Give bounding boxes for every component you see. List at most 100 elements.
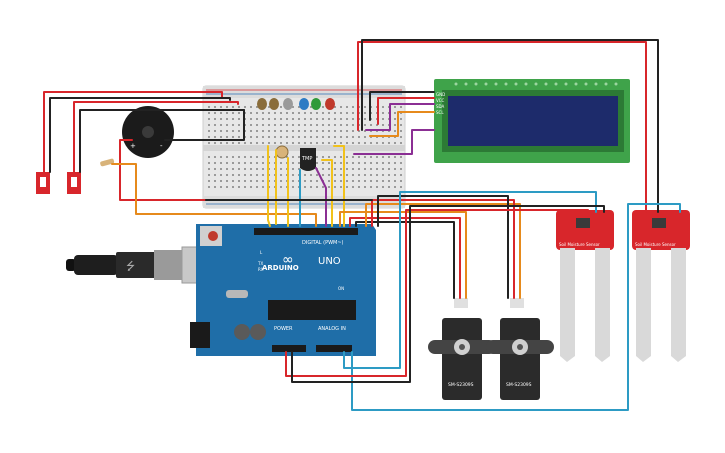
wire-servo2-orange [365,203,521,299]
wire-top-red-1 [43,91,223,173]
breadboard-hole [346,124,348,126]
breadboard-hole [286,118,288,120]
breadboard-hole [250,168,252,170]
breadboard-hole [340,124,342,126]
breadboard-hole [232,130,234,132]
breadboard-hole [388,168,390,170]
breadboard-hole [208,112,210,114]
breadboard-hole [358,174,360,176]
breadboard-hole [232,112,234,114]
breadboard-hole [352,118,354,120]
breadboard-hole [322,186,324,188]
breadboard-hole [208,156,210,158]
wire-lcd-scl [369,111,435,137]
breadboard-hole [328,130,330,132]
breadboard-hole [292,180,294,182]
wire-buzzer-black [164,109,245,141]
breadboard-hole [292,112,294,114]
breadboard-hole [214,112,216,114]
breadboard-hole [250,180,252,182]
breadboard-hole [214,130,216,132]
breadboard-hole [226,156,228,158]
breadboard-hole [262,130,264,132]
breadboard-hole [400,130,402,132]
breadboard-hole [364,168,366,170]
resistor-switch [100,158,115,167]
breadboard-hole [394,156,396,158]
breadboard-hole [280,142,282,144]
breadboard-hole [322,174,324,176]
breadboard-hole [358,136,360,138]
breadboard-hole [244,174,246,176]
lcd-pin-sda: SDA [436,104,445,109]
breadboard-hole [256,168,258,170]
lcd-pin-hole [584,82,588,86]
breadboard-hole [340,118,342,120]
breadboard-hole [220,118,222,120]
breadboard-hole [220,106,222,108]
breadboard-hole [394,118,396,120]
breadboard-hole [232,142,234,144]
breadboard-hole [232,156,234,158]
breadboard-hole [238,124,240,126]
breadboard-hole [286,136,288,138]
breadboard-hole [238,174,240,176]
breadboard-hole [334,174,336,176]
breadboard-hole [280,162,282,164]
breadboard-hole [322,136,324,138]
lcd-pin-hole [454,82,458,86]
breadboard-hole [328,168,330,170]
breadboard-hole [364,186,366,188]
breadboard-hole [256,180,258,182]
breadboard-hole [238,186,240,188]
breadboard-hole [310,112,312,114]
breadboard-hole [220,130,222,132]
breadboard-hole [256,118,258,120]
breadboard-hole [214,156,216,158]
lcd-pin-hole [604,82,608,86]
arduino-uno: ARDUINO UNO ∞ DIGITAL (PWM~) POWER ANALO… [190,224,376,356]
arduino-brand: ARDUINO [262,264,299,272]
breadboard-hole [226,142,228,144]
breadboard-hole [352,168,354,170]
breadboard-hole [364,174,366,176]
breadboard-hole [208,124,210,126]
breadboard-hole [274,112,276,114]
breadboard-hole [238,136,240,138]
breadboard-hole [214,180,216,182]
soil-sensor-1-label: Soil Moisture Sensor [559,242,600,247]
breadboard-hole [268,118,270,120]
usb-icon: ⭍ [126,260,135,273]
breadboard-hole [334,106,336,108]
breadboard-hole [340,174,342,176]
breadboard-hole [334,112,336,114]
breadboard-hole [316,162,318,164]
breadboard-hole [400,142,402,144]
breadboard-hole [226,124,228,126]
breadboard-hole [340,142,342,144]
breadboard-hole [316,186,318,188]
breadboard-hole [280,118,282,120]
breadboard-hole [382,180,384,182]
breadboard-hole [226,106,228,108]
breadboard-hole [226,112,228,114]
breadboard-hole [232,124,234,126]
breadboard-hole [268,130,270,132]
wire-power-red [285,209,589,377]
breadboard-hole [238,130,240,132]
breadboard-hole [376,156,378,158]
breadboard-hole [244,162,246,164]
breadboard-hole [232,174,234,176]
breadboard-hole [298,168,300,170]
breadboard-hole [220,112,222,114]
breadboard-hole [316,124,318,126]
breadboard-hole [238,118,240,120]
arduino-l-label: L [260,250,263,255]
breadboard-hole [364,156,366,158]
breadboard-hole [376,186,378,188]
breadboard-hole [220,168,222,170]
breadboard-hole [370,180,372,182]
breadboard-hole [322,156,324,158]
breadboard-hole [334,124,336,126]
breadboard-hole [298,118,300,120]
